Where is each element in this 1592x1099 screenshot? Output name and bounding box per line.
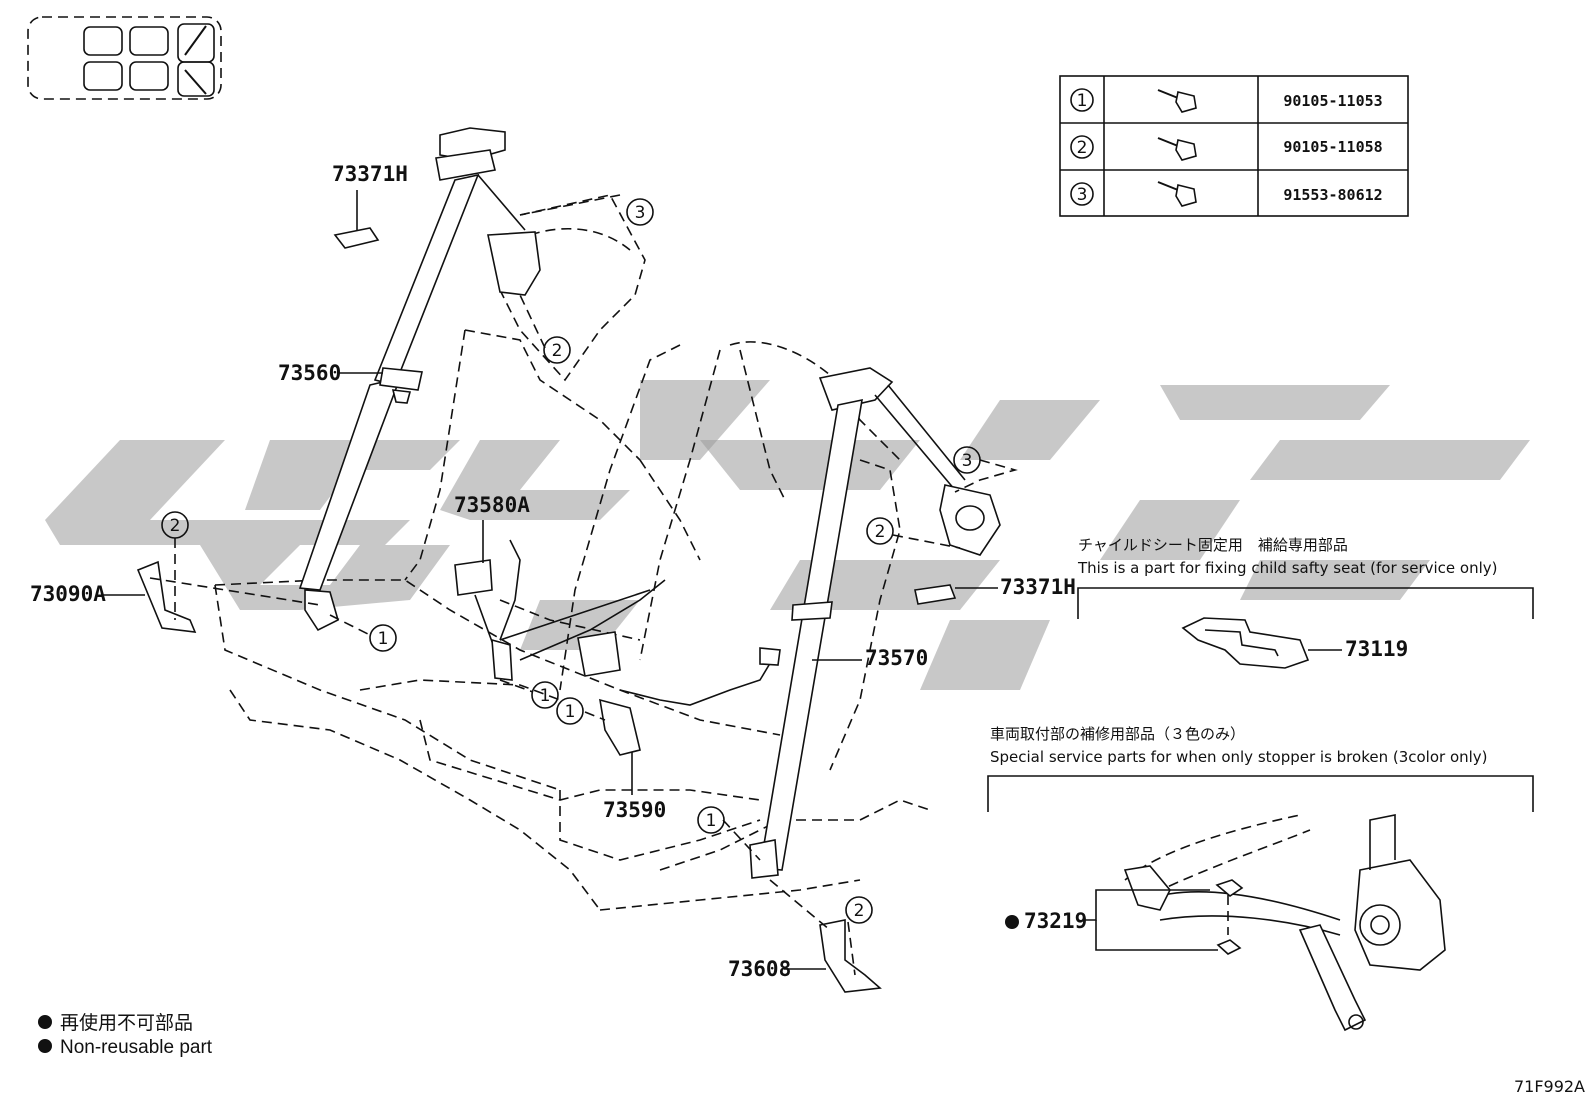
ref-marker-2-right: 2 [875,522,886,542]
ref-marker-2-top: 2 [552,341,563,361]
rear-seat-outline [214,194,931,911]
ref-marker-1-d: 1 [706,811,717,831]
bolt-icon [1157,181,1197,207]
center-buckle-assemblies [454,539,781,756]
table-ref-3: 3 [1077,185,1088,205]
part-label-73371H-right: 73371H [1000,575,1076,599]
ref-marker-2-left: 2 [170,516,181,536]
ref-markers: 3 2 3 2 2 1 1 1 1 2 [149,194,1018,976]
stopper-note-jp: 車両取付部の補修用部品（３色のみ） [990,725,1245,743]
part-label-73590: 73590 [603,798,666,822]
table-part-no-3: 91553-80612 [1283,186,1382,204]
stopper-service-section: 車両取付部の補修用部品（３色のみ） Special service parts … [987,725,1534,1032]
ref-marker-1-b: 1 [540,686,551,706]
non-reusable-bullet-icon [38,1015,52,1029]
part-label-73371H-top: 73371H [332,162,408,186]
stopper-note-en: Special service parts for when only stop… [990,748,1488,766]
ref-marker-3-top: 3 [635,203,646,223]
table-ref-2: 2 [1077,138,1088,158]
ref-marker-2-bottom: 2 [854,901,865,921]
anchor-parts [136,227,957,993]
child-seat-service-section: チャイルドシート固定用 補給専用部品 This is a part for fi… [1077,536,1534,669]
right-seat-belt-assembly [749,367,1001,879]
child-seat-note-en: This is a part for fixing child safty se… [1077,559,1497,577]
watermark-logo [45,380,1530,690]
non-reusable-bullet-icon [38,1039,52,1053]
legend-en: Non-reusable part [60,1037,213,1058]
part-label-73570: 73570 [865,646,928,670]
ref-marker-1-a: 1 [378,629,389,649]
vehicle-seat-map-icon [27,16,222,100]
child-seat-note-jp: チャイルドシート固定用 補給専用部品 [1078,536,1348,554]
legend-jp: 再使用不可部品 [60,1012,193,1034]
part-label-73090A: 73090A [30,582,106,606]
left-seat-belt-assembly [298,127,541,632]
part-label-73608: 73608 [728,957,791,981]
bolt-icon [1157,137,1197,161]
fastener-table: 1 2 3 90105-11053 90105-11058 91553-8061… [1059,75,1409,217]
table-part-no-1: 90105-11053 [1283,92,1382,110]
part-label-73219: 73219 [1024,909,1087,933]
part-label-73580A: 73580A [454,493,530,517]
bolt-icon [1157,89,1197,113]
ref-marker-1-c: 1 [565,702,576,722]
figure-code: 71F992A [1514,1077,1585,1096]
part-label-73119: 73119 [1345,637,1408,661]
part-labels: 73371H 73560 73580A 73090A 73371H 73570 … [30,162,1076,981]
part-label-73560: 73560 [278,361,341,385]
table-part-no-2: 90105-11058 [1283,138,1382,156]
legend: 再使用不可部品 Non-reusable part [38,1012,213,1058]
ref-marker-3-right: 3 [962,451,973,471]
table-ref-1: 1 [1077,91,1088,111]
